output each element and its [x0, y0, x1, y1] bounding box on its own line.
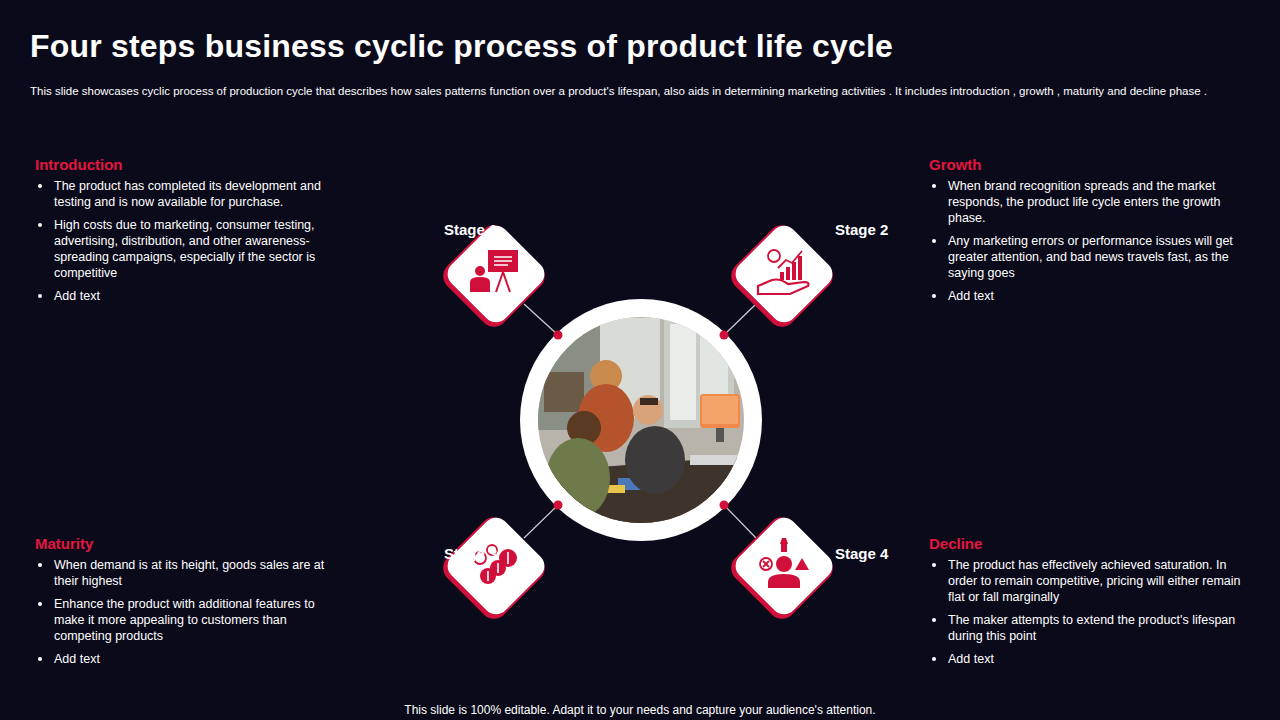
stage-label: Stage 3 [444, 545, 497, 562]
stage-diamond: Stage 2 [724, 216, 844, 336]
bullet-text: When demand is at its height, goods sale… [54, 558, 324, 588]
bullet-dot [932, 618, 936, 622]
bullet-dot [932, 563, 936, 567]
bullet-item: Add text [929, 651, 1245, 667]
stage-label: Stage 1 [444, 221, 497, 238]
bullet-dot [38, 294, 42, 298]
bullet-text: Enhance the product with additional feat… [54, 597, 315, 643]
bullet-item: The maker attempts to extend the product… [929, 612, 1245, 644]
phase-section: GrowthWhen brand recognition spreads and… [929, 156, 1245, 311]
bullet-dot [932, 294, 936, 298]
diamond-shape [724, 508, 844, 628]
bullet-dot [932, 657, 936, 661]
diamond-shape [724, 216, 844, 336]
bullet-dot [932, 239, 936, 243]
phase-heading: Growth [929, 156, 1245, 173]
bullet-item: Any marketing errors or performance issu… [929, 233, 1245, 281]
stage-label: Stage 2 [835, 221, 888, 238]
bullet-text: Add text [54, 289, 100, 303]
phase-heading: Introduction [35, 156, 337, 173]
bullet-text: Add text [54, 652, 100, 666]
bullet-dot [932, 184, 936, 188]
bullet-dot [38, 657, 42, 661]
bullet-text: When brand recognition spreads and the m… [948, 179, 1220, 225]
stage-icon [760, 538, 809, 588]
bullet-text: High costs due to marketing, consumer te… [54, 218, 315, 280]
bullet-text: The product has completed its developmen… [54, 179, 321, 209]
bullet-item: Enhance the product with additional feat… [35, 596, 337, 644]
slide-title: Four steps business cyclic process of pr… [30, 28, 893, 65]
bullet-dot [38, 223, 42, 227]
bullet-item: When demand is at its height, goods sale… [35, 557, 337, 589]
bullet-text: The product has effectively achieved sat… [948, 558, 1240, 604]
phase-section: IntroductionThe product has completed it… [35, 156, 337, 311]
footer-note: This slide is 100% editable. Adapt it to… [0, 703, 1280, 717]
stage-icon [470, 250, 518, 292]
office-photo [530, 310, 760, 530]
stage-diamond: Stage 4 [724, 508, 844, 628]
bullet-text: Add text [948, 289, 994, 303]
bullet-dot [38, 563, 42, 567]
connector-dots [554, 331, 729, 510]
bullet-item: When brand recognition spreads and the m… [929, 178, 1245, 226]
stage-label: Stage 4 [835, 545, 888, 562]
phase-heading: Decline [929, 535, 1245, 552]
bullet-item: Add text [929, 288, 1245, 304]
phase-heading: Maturity [35, 535, 337, 552]
slide-description: This slide showcases cyclic process of p… [30, 84, 1255, 99]
diamond-shape [436, 508, 556, 628]
stage-diamond: Stage 1 [436, 216, 556, 336]
bullet-item: The product has completed its developmen… [35, 178, 337, 210]
bullet-dot [38, 602, 42, 606]
bullet-item: Add text [35, 288, 337, 304]
stage-diamond: Stage 3 [436, 508, 556, 628]
bullet-text: Any marketing errors or performance issu… [948, 234, 1233, 280]
phase-section: MaturityWhen demand is at its height, go… [35, 535, 337, 674]
bullet-dot [38, 184, 42, 188]
bullet-item: Add text [35, 651, 337, 667]
phase-section: DeclineThe product has effectively achie… [929, 535, 1245, 674]
bullet-text: The maker attempts to extend the product… [948, 613, 1235, 643]
stage-icon [758, 250, 809, 294]
bullet-text: Add text [948, 652, 994, 666]
bullet-item: The product has effectively achieved sat… [929, 557, 1245, 605]
photo-ring [520, 299, 762, 541]
bullet-item: High costs due to marketing, consumer te… [35, 217, 337, 281]
